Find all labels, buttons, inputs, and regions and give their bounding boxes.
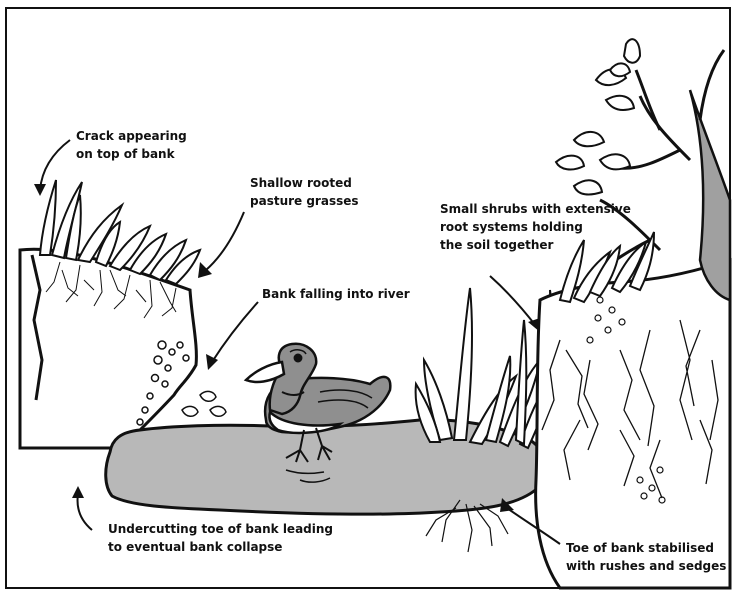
label-bank-falling: Bank falling into river bbox=[262, 287, 410, 301]
